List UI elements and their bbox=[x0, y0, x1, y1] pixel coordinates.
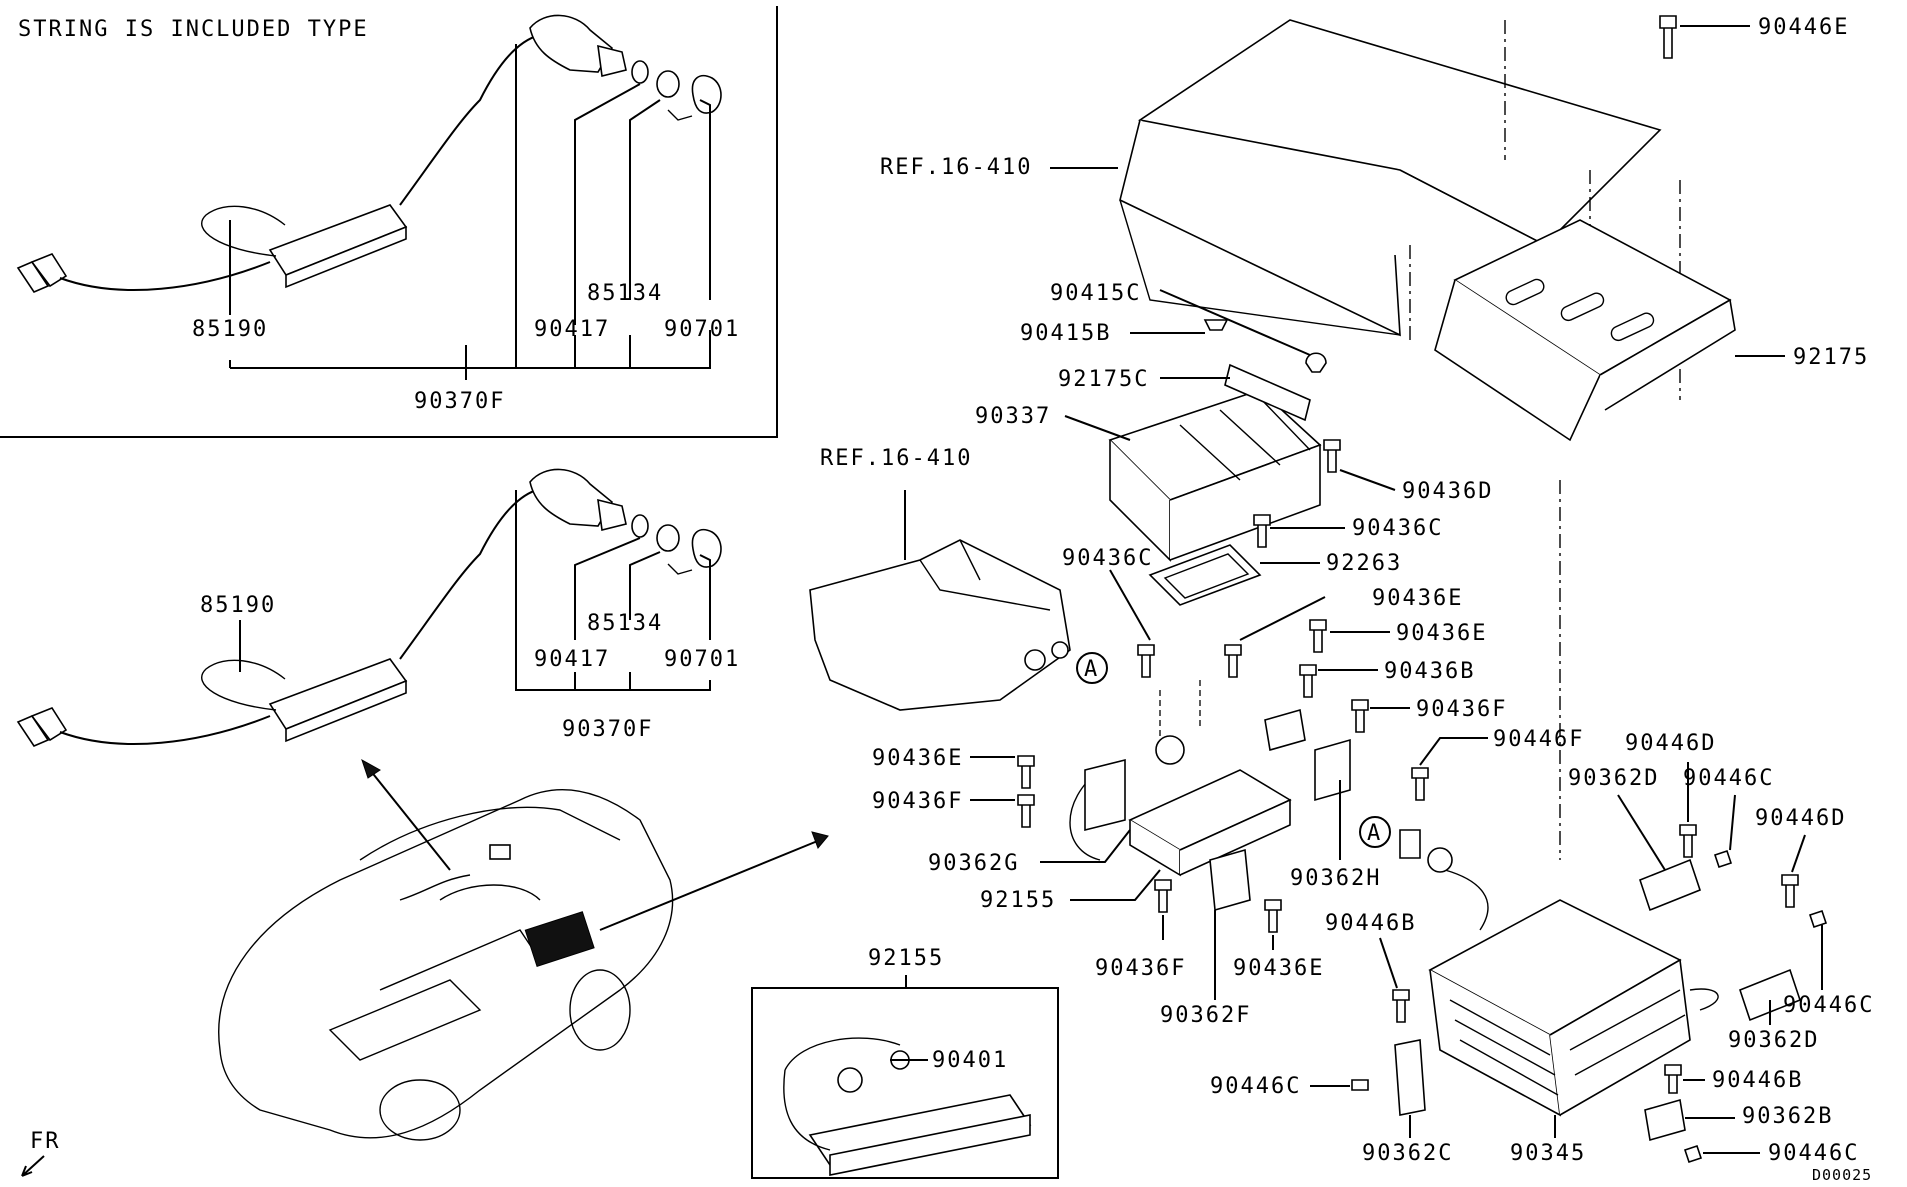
label-90436E-b: 90436E bbox=[1396, 621, 1487, 646]
battery-cover bbox=[1119, 19, 1736, 860]
label-90337: 90337 bbox=[975, 404, 1051, 429]
bracket-90362D-b bbox=[1739, 968, 1801, 1022]
label-90701-mid: 90701 bbox=[664, 647, 740, 672]
image-code: D00025 bbox=[1812, 1166, 1872, 1184]
charging-cable-middle bbox=[16, 468, 722, 747]
bolt-90446F-icon bbox=[1411, 767, 1429, 801]
label-92155-box: 92155 bbox=[868, 946, 944, 971]
label-90436C-r: 90436C bbox=[1352, 516, 1443, 541]
label-90446C-c: 90446C bbox=[1768, 1141, 1859, 1166]
label-90446C-d: 90446C bbox=[1210, 1074, 1301, 1099]
clip-90415C-icon bbox=[1305, 352, 1327, 373]
label-92263: 92263 bbox=[1326, 551, 1402, 576]
bolt-90436E-a-icon bbox=[1224, 644, 1242, 678]
label-90446D-a: 90446D bbox=[1625, 731, 1716, 756]
bracket-90362D-a bbox=[1639, 858, 1701, 912]
bolt-90436E-bot-icon bbox=[1264, 899, 1282, 933]
label-90446C-b: 90446C bbox=[1783, 993, 1874, 1018]
callout-a-left: A bbox=[1084, 657, 1099, 682]
label-90362D-b: 90362D bbox=[1728, 1028, 1819, 1053]
label-90362B: 90362B bbox=[1742, 1104, 1833, 1129]
label-90701-top: 90701 bbox=[664, 317, 740, 342]
label-90436B: 90436B bbox=[1384, 659, 1475, 684]
label-85134-top: 85134 bbox=[587, 281, 663, 306]
bolt-90436D-icon bbox=[1323, 439, 1341, 473]
control-unit-90337 bbox=[1108, 319, 1341, 606]
bolts-right bbox=[1351, 767, 1828, 1164]
bracket-90362C bbox=[1394, 1039, 1426, 1116]
bolt-90436C-icon bbox=[1137, 644, 1155, 678]
label-90446D-b: 90446D bbox=[1755, 806, 1846, 831]
bracket-90362G bbox=[1084, 758, 1126, 832]
label-ref-upper: REF.16-410 bbox=[880, 155, 1032, 180]
bolt-90446B-b-icon bbox=[1664, 1064, 1682, 1094]
bolt-90436F-l-icon bbox=[1017, 794, 1035, 828]
bolt-90436F-b-icon bbox=[1154, 879, 1172, 913]
front-marker: FR bbox=[30, 1129, 61, 1154]
label-90345: 90345 bbox=[1510, 1141, 1586, 1166]
bolt-90446D-a-icon bbox=[1679, 824, 1697, 858]
inset-92155 bbox=[751, 975, 1059, 1179]
label-90446B-b: 90446B bbox=[1712, 1068, 1803, 1093]
header-note: STRING IS INCLUDED TYPE bbox=[18, 17, 369, 42]
label-90362D-a: 90362D bbox=[1568, 766, 1659, 791]
label-90362G: 90362G bbox=[928, 851, 1019, 876]
bolt-90446C-c-icon bbox=[1683, 1144, 1703, 1164]
bolt-90446C-a-icon bbox=[1713, 849, 1733, 869]
bolt-90436E-l-icon bbox=[1017, 755, 1035, 789]
label-85190-top: 85190 bbox=[192, 317, 268, 342]
bracket-90362B bbox=[1644, 1098, 1686, 1142]
label-90415B: 90415B bbox=[1020, 321, 1111, 346]
label-90417-mid: 90417 bbox=[534, 647, 610, 672]
label-92155-main: 92155 bbox=[980, 888, 1056, 913]
label-90401: 90401 bbox=[932, 1048, 1008, 1073]
label-90436C-l: 90436C bbox=[1062, 546, 1153, 571]
label-90446B-a: 90446B bbox=[1325, 911, 1416, 936]
label-90436F-r: 90436F bbox=[1416, 697, 1507, 722]
label-90436E-l: 90436E bbox=[872, 746, 963, 771]
front-arrow-icon bbox=[21, 1155, 45, 1177]
bolt-90436F-r-icon bbox=[1351, 699, 1369, 733]
label-90415C: 90415C bbox=[1050, 281, 1141, 306]
bolt-90436C-r-icon bbox=[1253, 514, 1271, 548]
label-90436F-l: 90436F bbox=[872, 789, 963, 814]
bolt-90436E-b-icon bbox=[1309, 619, 1327, 653]
bolt-90446D-b-icon bbox=[1781, 874, 1799, 908]
label-85190-mid: 85190 bbox=[200, 593, 276, 618]
bracket-90362H bbox=[1314, 738, 1351, 802]
label-92175C: 92175C bbox=[1058, 367, 1149, 392]
inset-string-type: STRING IS INCLUDED TYPE bbox=[0, 6, 778, 438]
bolt-90446E-top-icon bbox=[1659, 15, 1677, 59]
bracket-90362F bbox=[1209, 848, 1251, 912]
inverter-90345 bbox=[1394, 829, 1801, 1142]
bolt-90436B-icon bbox=[1299, 664, 1317, 698]
label-90436F-b: 90436F bbox=[1095, 956, 1186, 981]
bolt-90446B-a-icon bbox=[1392, 989, 1410, 1023]
clip-90415B-icon bbox=[1203, 319, 1229, 331]
label-85134-mid: 85134 bbox=[587, 611, 663, 636]
bolts-center bbox=[1017, 619, 1369, 933]
label-90446F: 90446F bbox=[1493, 727, 1584, 752]
bolt-90446C-b-icon bbox=[1808, 909, 1828, 929]
label-90446E-top: 90446E bbox=[1758, 15, 1849, 40]
label-90446C-a: 90446C bbox=[1683, 766, 1774, 791]
label-92175: 92175 bbox=[1793, 345, 1869, 370]
bolt-90446C-d-icon bbox=[1351, 1079, 1369, 1091]
charging-cable-top bbox=[16, 14, 722, 380]
motor-assembly bbox=[809, 539, 1071, 711]
callout-a-right: A bbox=[1367, 821, 1382, 846]
label-90370F-top: 90370F bbox=[414, 389, 505, 414]
label-90362F: 90362F bbox=[1160, 1003, 1251, 1028]
label-90436E-bot: 90436E bbox=[1233, 956, 1324, 981]
label-90362C: 90362C bbox=[1362, 1141, 1453, 1166]
label-90436E-a: 90436E bbox=[1372, 586, 1463, 611]
label-90362H: 90362H bbox=[1290, 866, 1381, 891]
label-ref-lower: REF.16-410 bbox=[820, 446, 972, 471]
junction-block-92155 bbox=[1069, 680, 1351, 912]
label-90417-top: 90417 bbox=[534, 317, 610, 342]
vehicle-outline bbox=[218, 758, 829, 1141]
label-90436D: 90436D bbox=[1402, 479, 1493, 504]
label-90370F-mid: 90370F bbox=[562, 717, 653, 742]
